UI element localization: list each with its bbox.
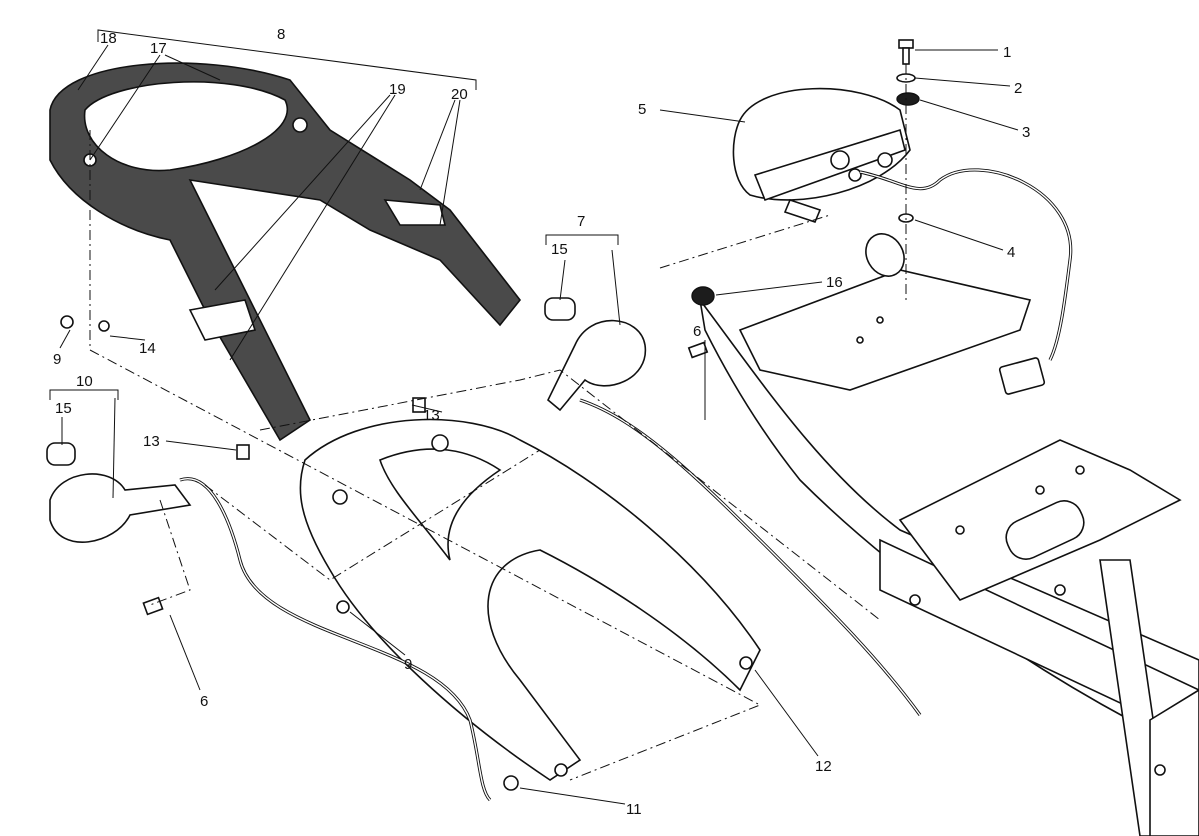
callout-labels: 1 2 3 4 5 16 6 6 7 15 8 18 17 19 20 9 14…	[53, 26, 1030, 818]
callout-9: 9	[53, 351, 61, 368]
callout-13: 13	[143, 433, 160, 450]
callout-9: 9	[404, 656, 412, 673]
under-tray	[299, 418, 761, 781]
callout-8: 8	[277, 26, 285, 43]
callout-20: 20	[451, 86, 468, 103]
callout-6: 6	[200, 693, 208, 710]
callout-7: 7	[577, 213, 585, 230]
leader-lines	[59, 44, 1019, 805]
callout-4: 4	[1007, 244, 1015, 261]
tail-light-connector	[998, 357, 1046, 395]
callout-15: 15	[55, 400, 72, 417]
callout-14: 14	[139, 340, 156, 357]
callout-2: 2	[1014, 80, 1022, 97]
callout-5: 5	[638, 101, 646, 118]
callout-19: 19	[389, 81, 406, 98]
callout-10: 10	[76, 373, 93, 390]
turn-signal-left	[46, 442, 192, 543]
callout-16: 16	[826, 274, 843, 291]
turn-signal-right	[544, 297, 646, 412]
callout-17: 17	[150, 40, 167, 57]
callout-15: 15	[551, 241, 568, 258]
callout-6: 6	[693, 323, 701, 340]
rear-subframe	[699, 233, 1199, 836]
callout-11: 11	[626, 801, 642, 818]
seat-cowl	[49, 62, 522, 442]
callout-18: 18	[100, 30, 117, 47]
callout-12: 12	[815, 758, 832, 775]
callout-3: 3	[1022, 124, 1030, 141]
callout-1: 1	[1003, 44, 1011, 61]
tail-light	[732, 87, 911, 223]
callout-13: 13	[423, 407, 440, 424]
